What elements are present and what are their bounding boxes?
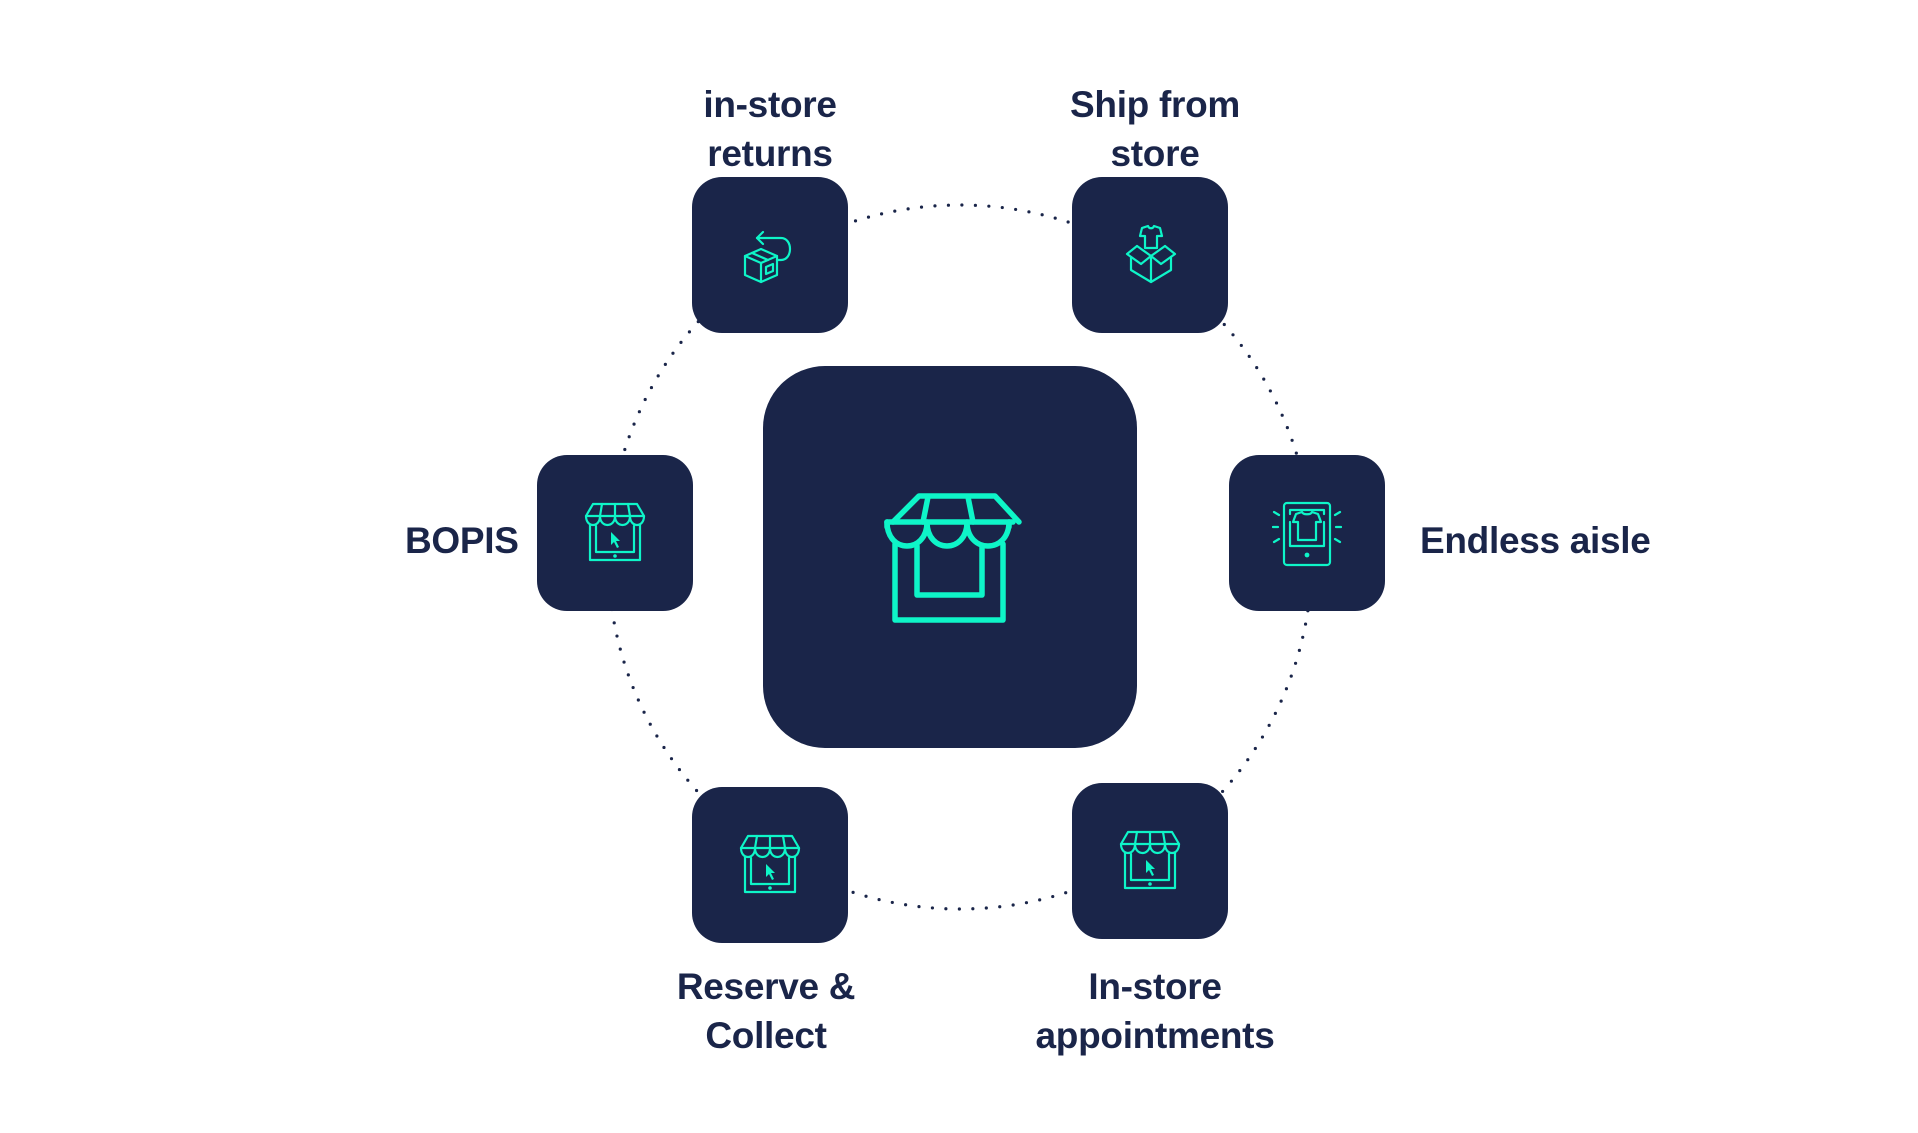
box-return-icon: [743, 230, 792, 284]
node-tile-in-store-returns[interactable]: [692, 177, 848, 333]
storefront-icon: [884, 493, 1022, 623]
tablet-shirt-icon: [1272, 501, 1342, 567]
node-label-ship-from-store: Ship from store: [1070, 80, 1240, 178]
label-line: Ship from: [1070, 84, 1240, 125]
store-tablet-cursor-icon: [584, 502, 646, 562]
center-store-tile: [763, 366, 1137, 748]
node-label-bopis: BOPIS: [405, 516, 519, 565]
node-tile-endless-aisle[interactable]: [1229, 455, 1385, 611]
label-line: Collect: [705, 1015, 827, 1056]
store-tablet-cursor-icon: [739, 834, 801, 894]
label-line: store: [1110, 133, 1200, 174]
label-line: BOPIS: [405, 520, 519, 561]
label-line: returns: [707, 133, 833, 174]
label-line: Reserve &: [676, 966, 856, 1007]
node-label-in-store-returns: in-store returns: [703, 80, 837, 178]
node-tile-reserve-collect[interactable]: [692, 787, 848, 943]
label-line: in-store: [703, 84, 837, 125]
node-label-reserve-collect: Reserve & Collect: [676, 962, 856, 1060]
node-tile-in-store-appointments[interactable]: [1072, 783, 1228, 939]
node-tile-bopis[interactable]: [537, 455, 693, 611]
open-box-shirt-icon: [1125, 224, 1177, 284]
label-line: In-store: [1088, 966, 1222, 1007]
node-label-in-store-appointments: In-store appointments: [1036, 962, 1275, 1060]
node-tile-ship-from-store[interactable]: [1072, 177, 1228, 333]
store-tablet-cursor-icon: [1119, 830, 1181, 890]
label-line: appointments: [1035, 1015, 1275, 1056]
node-label-endless-aisle: Endless aisle: [1420, 516, 1651, 565]
label-line: Endless aisle: [1420, 520, 1651, 561]
